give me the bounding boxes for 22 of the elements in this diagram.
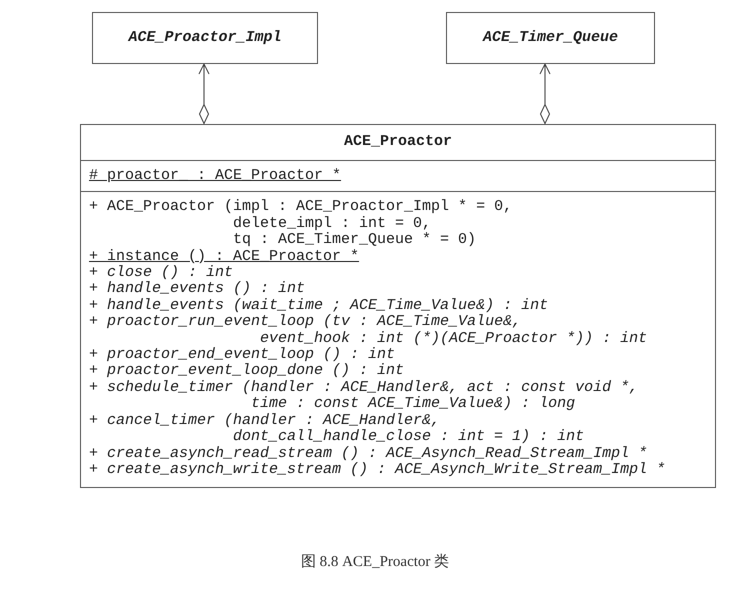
operation-text: + handle_events (wait_time ; ACE_Time_Value&) : int (89, 298, 550, 314)
operation-text: + schedule_timer (handler : ACE_Handler&, act : const void *, time : const ACE_Time_Value&) : long (89, 380, 640, 413)
attribute-text: # proactor_ : ACE_Proactor * (89, 168, 342, 184)
figure-caption: 图 8.8 ACE_Proactor 类 (300, 552, 450, 572)
aggregation-arrow (540, 64, 550, 124)
aggregation-arrow (198, 64, 210, 124)
class-box (446, 12, 655, 64)
operation-text: + close () : int (89, 265, 234, 282)
operation-text: + proactor_end_event_loop () : int (89, 347, 396, 364)
operation-text: + create_asynch_write_stream () : ACE_Asynch_Write_Stream_Impl * (89, 462, 666, 478)
operation-text: + create_asynch_read_stream () : ACE_Asynch_Read_Stream_Impl * (89, 446, 648, 462)
operation-text: + proactor_event_loop_done () : int (89, 363, 406, 380)
operation-text: + handle_events () : int (89, 281, 306, 298)
class-name: ACE_Timer_Queue (482, 28, 618, 48)
class-name: ACE_Proactor_Impl (128, 28, 282, 48)
operation-text: + cancel_timer (handler : ACE_Handler&, dont_call_handle_close : int = 1) : int (89, 412, 586, 446)
class-box (80, 124, 716, 488)
class-box (92, 12, 318, 64)
operation-text: + instance () : ACE_Proactor * (89, 248, 360, 265)
operation-text: + ACE_Proactor (impl : ACE_Proactor_Impl * = 0, delete_impl : int = 0, tq : ACE_Timer_Queue * = 0) (89, 199, 514, 249)
class-name: ACE_Proactor (344, 134, 452, 151)
operation-text: + proactor_run_event_loop (tv : ACE_Time_Value&, event_hook : int (*)(ACE_Proactor *)) : int (89, 314, 648, 347)
